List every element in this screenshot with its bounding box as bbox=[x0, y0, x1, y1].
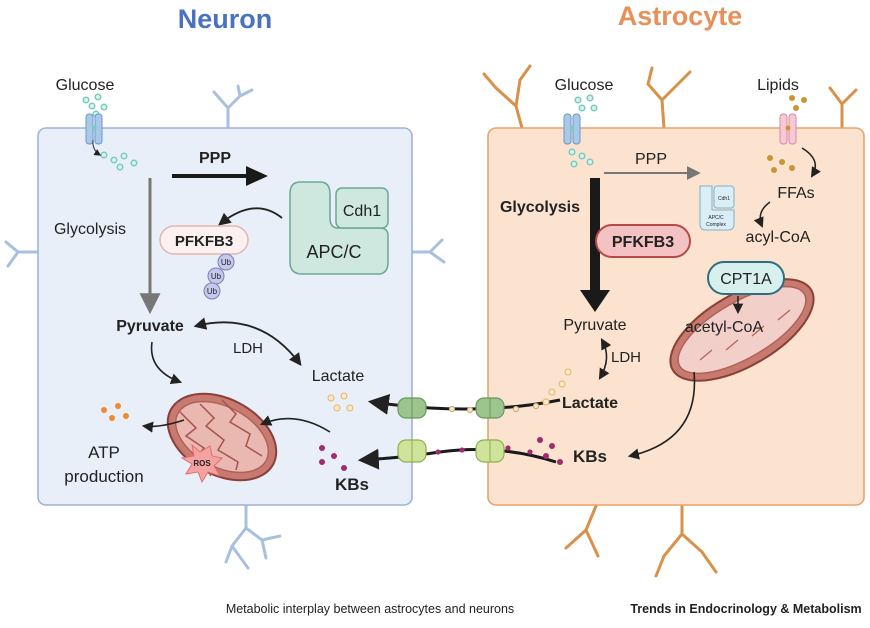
astro-glucose-transporter bbox=[563, 113, 581, 145]
ub-label-2: Ub bbox=[211, 272, 222, 281]
neuron-pfkfb3-pill bbox=[159, 225, 249, 255]
astrocyte-cell bbox=[487, 127, 865, 506]
neuron-ppp-arrow bbox=[172, 166, 268, 186]
astro-apcc-small-label-1: APC/C bbox=[708, 215, 724, 221]
astro-ffas-label: FFAs bbox=[777, 185, 814, 202]
astro-ldh-label: LDH bbox=[611, 349, 641, 366]
neuron-ldh-arrow bbox=[193, 317, 302, 367]
mito-to-atp-arrow bbox=[141, 419, 185, 433]
astro-apcc-complex-small bbox=[699, 185, 735, 231]
neuron-ppp-label: PPP bbox=[199, 150, 231, 167]
atp-label-line1: ATP bbox=[88, 443, 120, 462]
astro-lactate-label: Lactate bbox=[562, 395, 618, 412]
astro-kbs-label: KBs bbox=[573, 447, 607, 466]
neuron-glucose-molecules bbox=[82, 93, 138, 171]
astro-lipids-label: Lipids bbox=[757, 77, 799, 94]
astro-kb-molecules bbox=[537, 437, 563, 465]
lactate-transport bbox=[367, 393, 561, 415]
astro-lactate-molecules bbox=[542, 368, 572, 406]
astro-glucose-label: Glucose bbox=[555, 77, 614, 94]
astro-glycolysis-arrow bbox=[580, 178, 610, 312]
neuron-glucose-transporter bbox=[85, 113, 103, 145]
neuron-apcc-complex bbox=[289, 181, 389, 275]
ub-label-3: Ub bbox=[207, 287, 218, 296]
astro-cdh1-small-label: Cdh1 bbox=[718, 196, 730, 202]
astro-pfkfb3-label: PFKFB3 bbox=[612, 234, 674, 251]
neuron-title: Neuron bbox=[178, 4, 273, 34]
neuron-dendrites bbox=[4, 84, 446, 570]
neuron-pfkfb3-label: PFKFB3 bbox=[175, 233, 233, 250]
neuron-kb-molecules bbox=[319, 445, 347, 471]
kbs-transport bbox=[357, 445, 557, 470]
ffas-to-acylcoa-arrow bbox=[753, 201, 771, 228]
neuron-glucose-label: Glucose bbox=[56, 77, 115, 94]
neuron-ldh-label: LDH bbox=[233, 340, 263, 357]
apcc-to-pfkfb3-arrow bbox=[218, 207, 283, 226]
astro-pfkfb3-pill bbox=[595, 224, 691, 258]
astro-acylcoa-label: acyl-CoA bbox=[746, 229, 811, 246]
neuron-glycolysis-label: Glycolysis bbox=[54, 221, 126, 238]
astro-cpt1a-label: CPT1A bbox=[720, 271, 772, 288]
kbs-transporter-astrocyte bbox=[475, 439, 505, 463]
neuron-pyruvate-label: Pyruvate bbox=[116, 318, 184, 335]
footer-journal: Trends in Endocrinology & Metabolism bbox=[630, 602, 861, 616]
astro-glucose-molecules bbox=[568, 94, 598, 168]
neuron-kbs-label: KBs bbox=[335, 475, 369, 494]
kbs-to-mito-arrow bbox=[259, 415, 331, 433]
lipids-to-ffas-arrow bbox=[801, 147, 821, 178]
astrocyte-title: Astrocyte bbox=[618, 1, 743, 31]
footer-caption: Metabolic interplay between astrocytes a… bbox=[226, 602, 514, 616]
astro-pyruvate-label: Pyruvate bbox=[563, 317, 626, 334]
atp-molecules bbox=[101, 403, 129, 421]
neuron-cdh1-box bbox=[335, 187, 389, 229]
astro-apcc-small-label-2: Complex bbox=[706, 222, 726, 228]
astrocyte-processes bbox=[482, 64, 858, 578]
astro-acetylcoa-label: acetyl-CoA bbox=[685, 319, 764, 336]
neuron-lactate-label: Lactate bbox=[312, 368, 365, 385]
ros-burst-icon bbox=[180, 443, 224, 484]
ubiquitin-chain bbox=[203, 253, 235, 300]
astro-glycolysis-label: Glycolysis bbox=[500, 199, 580, 216]
neuron-cdh1-label: Cdh1 bbox=[343, 203, 381, 220]
acetylcoa-to-kbs-arrow bbox=[627, 371, 696, 460]
atp-label-line2: production bbox=[64, 467, 143, 486]
astro-ldh-arrow bbox=[598, 338, 612, 380]
lipid-transporter bbox=[779, 113, 797, 145]
lipid-molecules bbox=[767, 95, 807, 173]
neuron-apcc-label: APC/C bbox=[306, 242, 361, 262]
neuron-lactate-molecules bbox=[327, 392, 354, 412]
lactate-transporter-neuron bbox=[397, 397, 427, 419]
lactate-transporter-astrocyte bbox=[475, 397, 505, 419]
pyruvate-to-mito-arrow bbox=[150, 341, 183, 385]
kbs-transporter-neuron bbox=[397, 439, 427, 463]
astro-cpt1a-pill bbox=[707, 261, 785, 295]
astro-mitochondrion bbox=[669, 278, 815, 382]
ros-label: ROS bbox=[193, 459, 211, 468]
astro-ppp-label: PPP bbox=[635, 151, 667, 168]
ub-label-1: Ub bbox=[221, 258, 232, 267]
